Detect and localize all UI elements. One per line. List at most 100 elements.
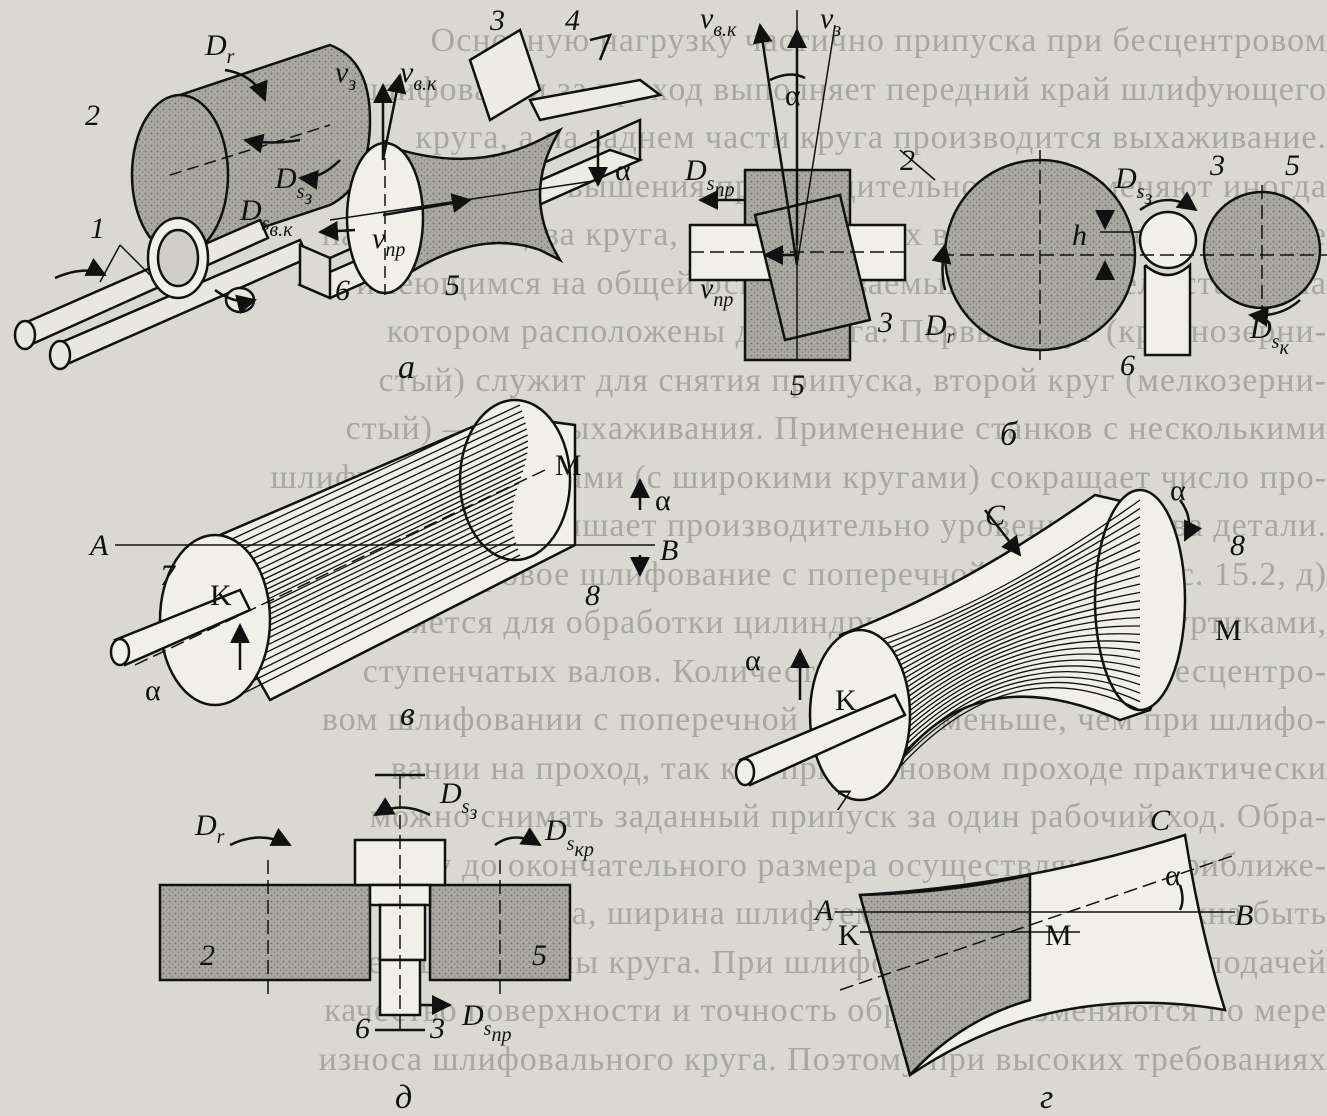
- caption-b: б: [1000, 416, 1019, 453]
- hyperboloid-wire: [879, 633, 1141, 737]
- hyperboloid-wire: [879, 625, 1141, 731]
- label-3-d: 3: [429, 1012, 445, 1045]
- hyperboloid-wire: [879, 574, 1141, 695]
- background-text-line: износа шлифовального круга. Поэтому при …: [318, 1040, 1327, 1078]
- label-3: 3: [489, 4, 505, 37]
- label-8-v: 8: [585, 579, 600, 612]
- label-alpha-a: α: [615, 154, 631, 187]
- work-rest-6-side: [1143, 262, 1192, 357]
- drum-wire: [232, 410, 523, 547]
- drum-wire: [226, 488, 518, 631]
- drum-wire: [221, 530, 514, 675]
- drum-wire: [238, 428, 528, 567]
- label-5-b: 5: [790, 369, 805, 402]
- hyperboloid-wire: [879, 640, 1141, 743]
- label-alpha-g1: α: [1170, 474, 1186, 507]
- label-1: 1: [90, 212, 105, 245]
- drum-wire: [233, 470, 524, 611]
- label-alpha-v2: α: [145, 674, 161, 707]
- hyperboloid-wire: [879, 507, 1141, 647]
- background-text-line: круга, а на заднем части круга производи…: [415, 119, 1327, 156]
- hyperboloid-wire: [879, 659, 1141, 761]
- panel-a-labels: Dr 2 1 3 4 vз vв.к Dsз Dsв.к vпр α 6 5 а: [85, 4, 631, 386]
- panel-d-plunge: [158, 773, 572, 1032]
- label-2-d: 2: [200, 939, 215, 972]
- drum-wire: [229, 554, 521, 701]
- hyperboloid-wire: [879, 566, 1141, 689]
- label-M-g: M: [1215, 614, 1242, 647]
- grinding-wheel-2-d: [158, 883, 372, 982]
- label-B-gp: B: [1235, 899, 1253, 932]
- background-text-line: Основную нагрузку частично припуска при …: [430, 22, 1327, 59]
- label-Dr-b: Dr: [924, 309, 955, 348]
- panel-g-profile-labels: C α A B K M г: [813, 804, 1253, 1116]
- label-vvk-b: vв.к: [700, 2, 737, 41]
- panel-a: [13, 28, 663, 371]
- label-Dsk-b: Dsк: [1249, 312, 1289, 359]
- drum-wire: [223, 494, 516, 637]
- label-K-g: K: [835, 684, 857, 717]
- hyperboloid-wire: [879, 687, 1141, 791]
- hyperboloid-wire: [879, 608, 1141, 719]
- label-M-v: M: [555, 449, 582, 482]
- hyperboloid-wire: [879, 524, 1141, 659]
- panel-d-labels: Dr Dsз Dsкр 2 5 6 3 Dsпр д: [194, 777, 594, 1116]
- hyperboloid-wire: [879, 583, 1141, 701]
- label-vpr: vпр: [372, 222, 405, 261]
- drum-wire: [238, 452, 528, 592]
- label-M-gp: M: [1045, 919, 1072, 952]
- label-alpha-b: α: [785, 79, 801, 112]
- panel-g-hyperboloid: [734, 488, 1202, 802]
- label-alpha-g2: α: [745, 644, 761, 677]
- hyperboloid-wire: [879, 549, 1141, 677]
- hyperboloid-wire: [879, 670, 1141, 773]
- panel-b-side-labels: Dsз 3 5 h Dr Dsк 6 б: [924, 149, 1300, 453]
- label-A-gp: A: [813, 894, 834, 927]
- background-text-line: стый) служит для снятия припуска, второй…: [378, 361, 1327, 399]
- panel-b-side-view: [899, 149, 1327, 360]
- label-vz-b: vз: [820, 2, 841, 41]
- label-3-b: 3: [877, 306, 893, 339]
- hyperboloid-wire: [879, 533, 1141, 665]
- label-8-g: 8: [1230, 529, 1245, 562]
- label-2: 2: [85, 99, 100, 132]
- hyperboloid-wire: [879, 591, 1141, 707]
- caption-g: г: [1040, 1079, 1053, 1116]
- drum-wire: [239, 446, 529, 586]
- label-6-bs: 6: [1120, 349, 1135, 382]
- panel-v-labels: M α A B 7 K 8 α в: [88, 449, 678, 733]
- hyperboloid-wire: [879, 616, 1141, 725]
- drum-wire: [237, 458, 527, 599]
- hyperboloid-wire: [879, 499, 1141, 641]
- label-B-v: B: [660, 534, 678, 567]
- drum-wire: [239, 440, 529, 579]
- drum-wire: [236, 422, 526, 560]
- caption-d: д: [395, 1079, 412, 1116]
- drum-wire: [228, 482, 520, 624]
- label-6-a: 6: [335, 274, 350, 307]
- regulating-wheel-5: [329, 126, 601, 295]
- label-Dskr-d: Dsкр: [544, 814, 594, 861]
- workpiece-circle: [1138, 210, 1198, 270]
- label-Dsz-d: Dsз: [439, 777, 477, 824]
- panel-v-drum: [109, 398, 655, 707]
- hyperboloid-wire: [879, 516, 1141, 653]
- label-A-v: A: [88, 529, 109, 562]
- label-vz: vз: [335, 56, 356, 95]
- label-5-bs: 5: [1285, 149, 1300, 182]
- hyperboloid-wire: [879, 653, 1141, 755]
- panel-g-profile: [835, 833, 1236, 1078]
- label-alpha-gp: α: [1165, 859, 1181, 892]
- hyperboloid-wire: [879, 665, 1141, 767]
- drum-wire: [222, 536, 515, 682]
- label-7-v: 7: [160, 559, 177, 592]
- label-Dr-d: Dr: [194, 809, 225, 848]
- label-6-d: 6: [355, 1012, 370, 1045]
- hyperboloid-wire: [879, 647, 1141, 749]
- label-vvk: vв.к: [400, 56, 437, 95]
- drum-wire: [224, 542, 517, 688]
- label-Dsz-b: Dsз: [1114, 162, 1152, 209]
- label-alpha-v1: α: [655, 484, 671, 517]
- label-h: h: [1072, 219, 1087, 252]
